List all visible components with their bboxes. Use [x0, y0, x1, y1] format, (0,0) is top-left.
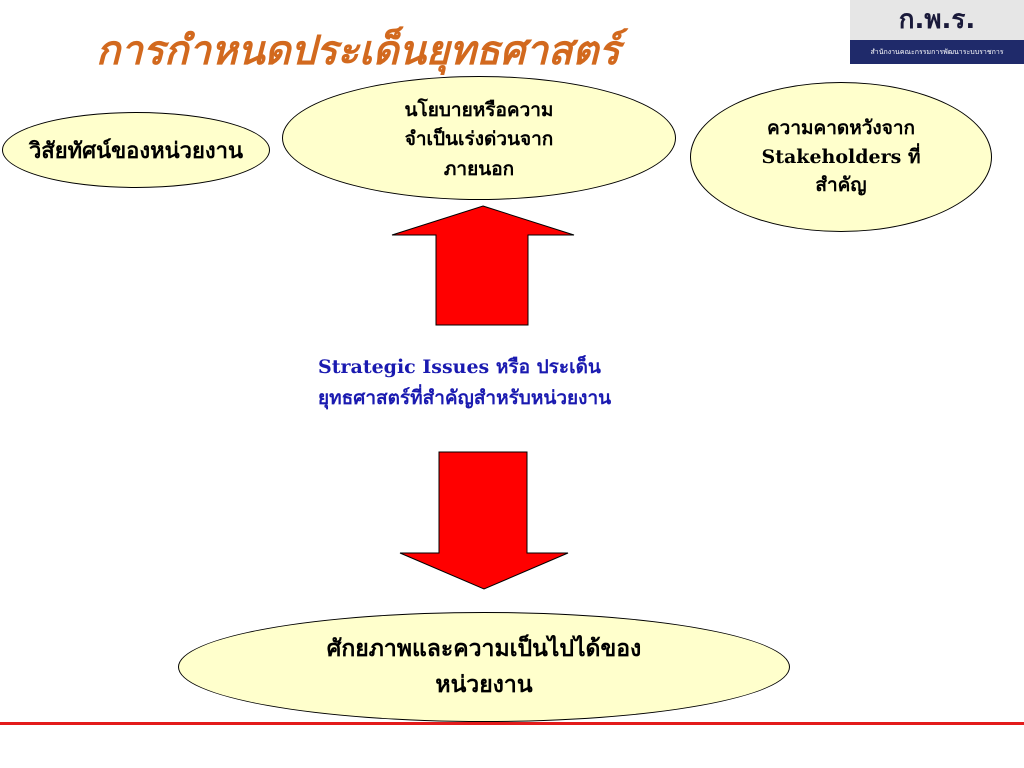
potential-line-1: ศักยภาพและความเป็นไปได้ของ	[326, 635, 642, 663]
expectations-line-1: ความคาดหวังจาก	[766, 117, 916, 140]
vision-ellipse: วิสัยทัศน์ของหน่วยงาน	[2, 112, 270, 188]
policy-line-1: นโยบายหรือความ	[404, 98, 554, 121]
page-title: การกำหนดประเด็นยุทธศาสตร์	[96, 27, 620, 74]
stakeholder-expectations-ellipse: ความคาดหวังจาก Stakeholders ที่ สำคัญ	[690, 82, 992, 232]
expectations-line-2: Stakeholders ที่	[761, 145, 921, 168]
policy-ellipse: นโยบายหรือความ จำเป็นเร่งด่วนจาก ภายนอก	[282, 76, 676, 200]
up-arrow-shape	[391, 205, 575, 326]
ocpsc-logo: ก.พ.ร. สำนักงานคณะกรรมการพัฒนาระบบราชการ	[850, 0, 1024, 64]
vision-text: วิสัยทัศน์ของหน่วยงาน	[28, 137, 244, 164]
potential-line-2: หน่วยงาน	[435, 671, 533, 698]
up-arrow	[391, 205, 575, 326]
down-arrow	[399, 451, 569, 590]
down-arrow-shape	[399, 451, 569, 590]
policy-line-2: จำเป็นเร่งด่วนจาก	[404, 128, 554, 151]
logo-abbreviation: ก.พ.ร.	[850, 0, 1024, 40]
expectations-line-3: สำคัญ	[815, 174, 867, 197]
logo-subtitle: สำนักงานคณะกรรมการพัฒนาระบบราชการ	[850, 40, 1024, 64]
strategic-issues-label: Strategic Issues หรือ ประเด็น ยุทธศาสตร์…	[318, 352, 738, 415]
policy-line-3: ภายนอก	[443, 157, 515, 180]
center-line-1: Strategic Issues หรือ ประเด็น	[318, 356, 601, 378]
footer-rule	[0, 722, 1024, 725]
potential-ellipse: ศักยภาพและความเป็นไปได้ของ หน่วยงาน	[178, 612, 790, 722]
center-line-2: ยุทธศาสตร์ที่สำคัญสำหรับหน่วยงาน	[318, 387, 612, 410]
